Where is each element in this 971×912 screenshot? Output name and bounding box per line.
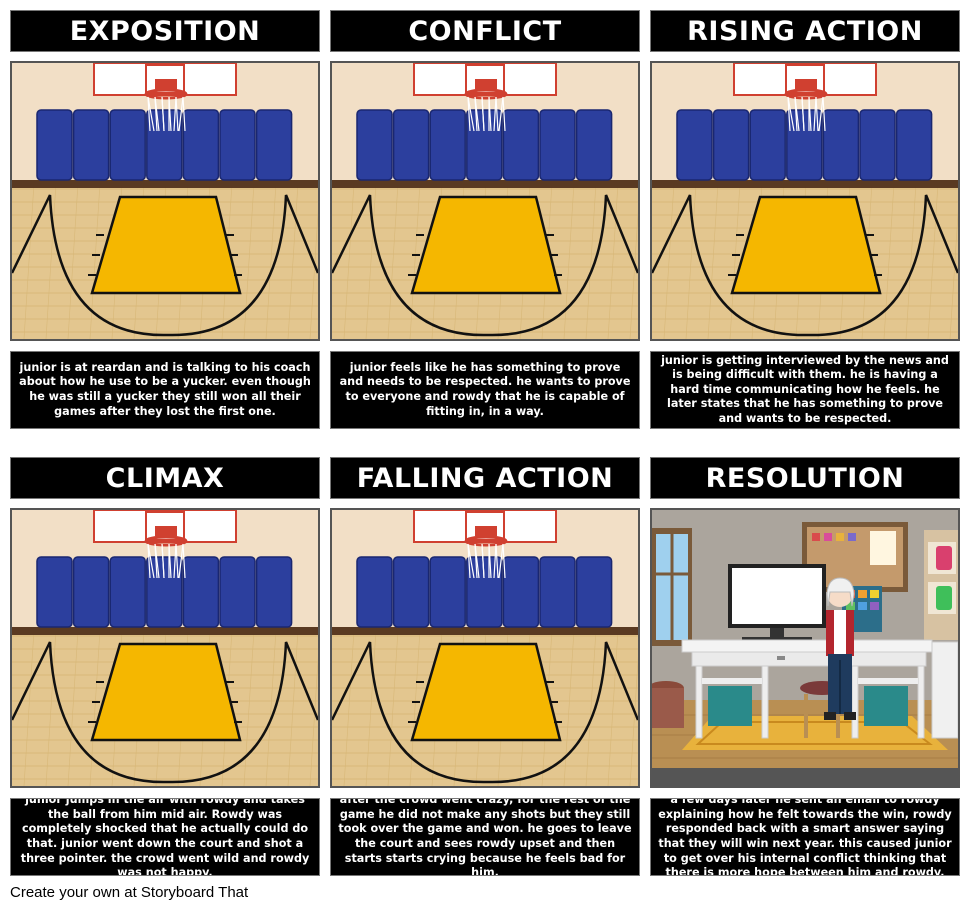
court-key (730, 195, 882, 295)
panel-caption: junior jumps in the air with rowdy and t… (10, 798, 320, 876)
hoop-icon (144, 88, 188, 100)
gym-scene (10, 61, 320, 341)
panel-title: CONFLICT (330, 10, 640, 52)
net-icon (147, 543, 186, 579)
panel-title: RESOLUTION (650, 457, 960, 499)
character-icon (824, 577, 856, 720)
wall-pads (676, 109, 933, 181)
gym-scene (10, 508, 320, 788)
hoop-icon (464, 88, 508, 100)
gym-scene (650, 61, 960, 341)
gym-scene (330, 61, 640, 341)
wall-pads (36, 556, 293, 628)
desk-icon (681, 639, 933, 739)
net-icon (147, 96, 186, 132)
panel-caption: junior is at reardan and is talking to h… (10, 351, 320, 429)
hoop-icon (784, 88, 828, 100)
three-point-line (332, 194, 638, 337)
panel-title: FALLING ACTION (330, 457, 640, 499)
court-key (410, 642, 562, 742)
net-icon (467, 543, 506, 579)
wall-pads (36, 109, 293, 181)
footer-text[interactable]: Create your own at Storyboard That (10, 884, 249, 901)
panel-title: CLIMAX (10, 457, 320, 499)
bedroom-scene (650, 508, 960, 788)
three-point-line (652, 194, 958, 337)
hoop-icon (144, 535, 188, 547)
three-point-line (332, 641, 638, 784)
court-key (90, 195, 242, 295)
wall-pads (356, 556, 613, 628)
hoop-icon (464, 535, 508, 547)
gym-scene (330, 508, 640, 788)
panel-caption: a few days later he sent an email to row… (650, 798, 960, 876)
panel-caption: junior feels like he has something to pr… (330, 351, 640, 429)
panel-title: RISING ACTION (650, 10, 960, 52)
wall-pads (356, 109, 613, 181)
three-point-line (12, 194, 318, 337)
panel-title: EXPOSITION (10, 10, 320, 52)
three-point-line (12, 641, 318, 784)
shelf-icon (924, 530, 958, 640)
net-icon (467, 96, 506, 132)
panel-caption: junior is getting interviewed by the new… (650, 351, 960, 429)
court-key (410, 195, 562, 295)
window-icon (652, 528, 692, 646)
panel-caption: after the crowd went crazy, for the rest… (330, 798, 640, 876)
net-icon (787, 96, 826, 132)
court-key (90, 642, 242, 742)
monitor-icon (728, 564, 826, 642)
